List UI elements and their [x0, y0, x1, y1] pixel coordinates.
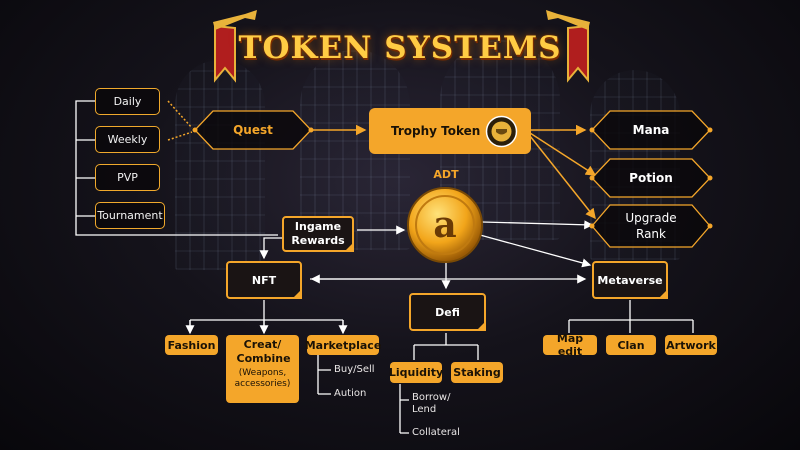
page-title: TOKEN SYSTEMS — [238, 30, 562, 66]
mana-node: Mana — [632, 123, 670, 137]
buy-sell-label: Buy/Sell — [334, 364, 375, 375]
borrow-lend-label: Borrow/ Lend — [412, 392, 451, 415]
creat-combine-sub: (Weapons, accessories) — [234, 368, 291, 389]
collateral-label: Collateral — [412, 427, 460, 438]
trophy-coin-icon — [485, 115, 518, 148]
liquidity-node: Liquidity — [389, 362, 443, 383]
adt-label: ADT — [433, 168, 459, 181]
potion-node: Potion — [629, 171, 673, 185]
trumpet-banner-icon — [546, 10, 590, 83]
marketplace-node: Marketplace — [305, 335, 381, 355]
fashion-node: Fashion — [165, 335, 218, 355]
creat-combine-label: Creat/ Combine — [236, 338, 291, 365]
map-edit-node: Map edit — [543, 332, 597, 358]
upgrade-rank-node: Upgrade Rank — [625, 211, 677, 241]
daily-node: Daily — [95, 88, 160, 115]
trophy-token-label: Trophy Token — [391, 124, 481, 138]
creat-combine-node: Creat/ Combine (Weapons, accessories) — [226, 335, 299, 403]
adt-coin-letter: a — [433, 204, 456, 246]
nft-node: NFT — [226, 261, 302, 299]
defi-node: Defi — [409, 293, 486, 331]
adt-coin-icon: a — [407, 187, 483, 263]
quest-node: Quest — [233, 123, 273, 137]
tournament-node: Tournament — [95, 202, 165, 229]
ingame-rewards-node: Ingame Rewards — [282, 216, 354, 252]
pvp-node: PVP — [95, 164, 160, 191]
staking-node: Staking — [451, 362, 503, 383]
clan-node: Clan — [606, 335, 656, 355]
weekly-node: Weekly — [95, 126, 160, 153]
artwork-node: Artwork — [665, 335, 717, 355]
aution-label: Aution — [334, 388, 367, 399]
metaverse-node: Metaverse — [592, 261, 668, 299]
trumpet-banner-icon — [213, 10, 257, 83]
